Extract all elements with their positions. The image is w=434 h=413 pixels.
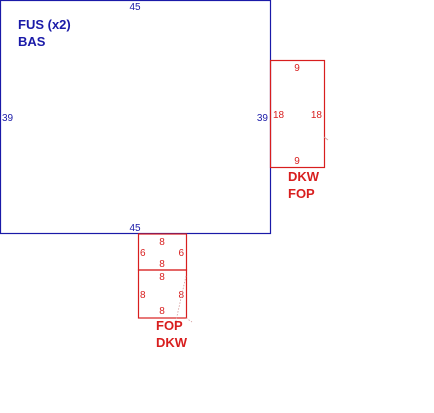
- bottom-lower-piece: 8 8 8 8 FOP DKW: [137, 269, 193, 350]
- side-piece-tick: [323, 136, 329, 141]
- side-piece-label-line1: DKW: [288, 169, 320, 184]
- bottom-lower-piece-dim-top: 8: [159, 272, 165, 283]
- bottom-lower-piece-label-line1: FOP: [156, 318, 183, 333]
- bottom-lower-piece-dim-bottom: 8: [159, 306, 165, 317]
- bottom-upper-piece-dim-right: 6: [178, 248, 184, 259]
- bottom-upper-piece-dim-bottom: 8: [159, 259, 165, 270]
- side-piece-dim-bottom: 9: [294, 156, 300, 167]
- main-piece-dim-bottom: 45: [129, 223, 141, 234]
- main-piece-dim-right: 39: [257, 113, 269, 124]
- bottom-upper-piece-dim-top: 8: [159, 237, 165, 248]
- bottom-lower-piece-leader-line-2: [185, 317, 193, 323]
- side-piece-outline: [269, 59, 326, 169]
- bottom-lower-piece-leader-line: [174, 275, 187, 326]
- bottom-lower-piece-outline: [137, 269, 188, 319]
- bottom-lower-piece-dim-right: 8: [178, 290, 184, 301]
- main-piece: FUS (x2) BAS 45 45 39 39: [0, 0, 272, 235]
- bottom-upper-piece: 8 8 6 6: [137, 233, 188, 271]
- side-piece: 9 9 18 18 DKW FOP: [269, 59, 329, 201]
- bottom-upper-piece-dim-left: 6: [140, 248, 146, 259]
- side-piece-dim-top: 9: [294, 63, 300, 74]
- side-piece-label-line2: FOP: [288, 186, 315, 201]
- main-piece-dim-top: 45: [129, 2, 141, 13]
- bottom-lower-piece-label-line2: DKW: [156, 335, 188, 350]
- bottom-lower-piece-dim-left: 8: [140, 290, 146, 301]
- side-piece-dim-left: 18: [273, 110, 285, 121]
- side-piece-dim-right: 18: [311, 110, 323, 121]
- main-piece-label-line1: FUS (x2): [18, 17, 71, 32]
- main-piece-label-line2: BAS: [18, 34, 46, 49]
- main-piece-dim-left: 39: [2, 113, 14, 124]
